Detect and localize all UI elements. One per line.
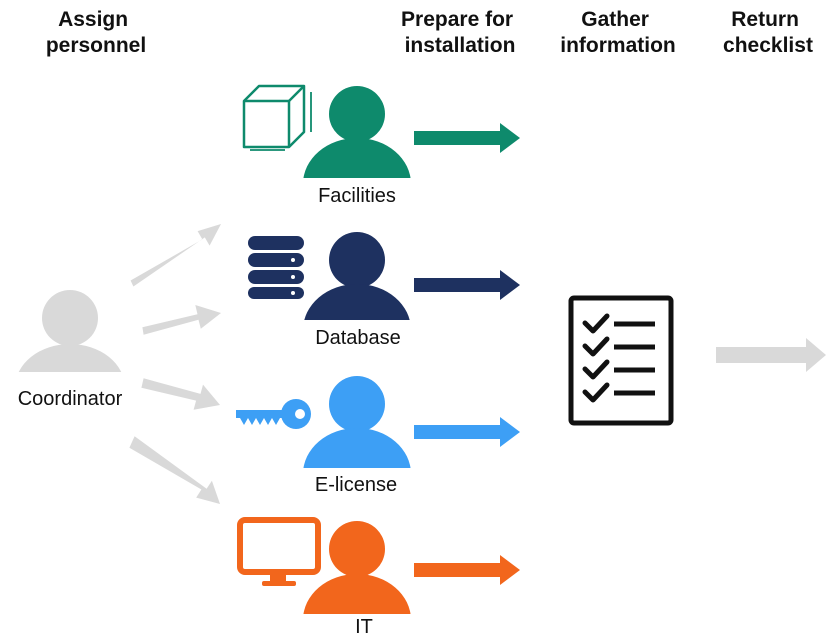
coordinator-person-icon: [18, 290, 122, 372]
arrow-to-it: [129, 436, 220, 504]
database-person-icon: [304, 232, 410, 320]
checklist-icon: [568, 295, 674, 426]
arrow-it-out: [414, 555, 520, 585]
arrow-to-facilities: [130, 224, 221, 287]
arrow-database-out: [414, 270, 520, 300]
arrow-elicense-out: [414, 417, 520, 447]
elicense-person-icon: [303, 376, 411, 468]
coordinator-label: Coordinator: [18, 388, 123, 410]
header-assign: Assign personnel: [46, 8, 146, 57]
database-icon: [248, 236, 304, 299]
monitor-icon: [237, 517, 321, 586]
header-prepare: Prepare for installation: [401, 8, 519, 57]
header-gather: Gather information: [560, 8, 676, 57]
cube-icon: [242, 84, 312, 151]
label-elicense: E-license: [315, 474, 397, 496]
key-icon: [236, 399, 311, 429]
label-facilities: Facilities: [318, 185, 396, 207]
facilities-person-icon: [303, 86, 411, 178]
header-return: Return checklist: [723, 8, 813, 57]
arrow-to-database: [142, 305, 221, 335]
arrow-facilities-out: [414, 123, 520, 153]
it-person-icon: [303, 521, 411, 614]
arrow-return: [716, 338, 826, 372]
arrow-to-elicense: [141, 378, 220, 410]
label-it: IT: [355, 616, 373, 638]
label-database: Database: [315, 327, 401, 349]
